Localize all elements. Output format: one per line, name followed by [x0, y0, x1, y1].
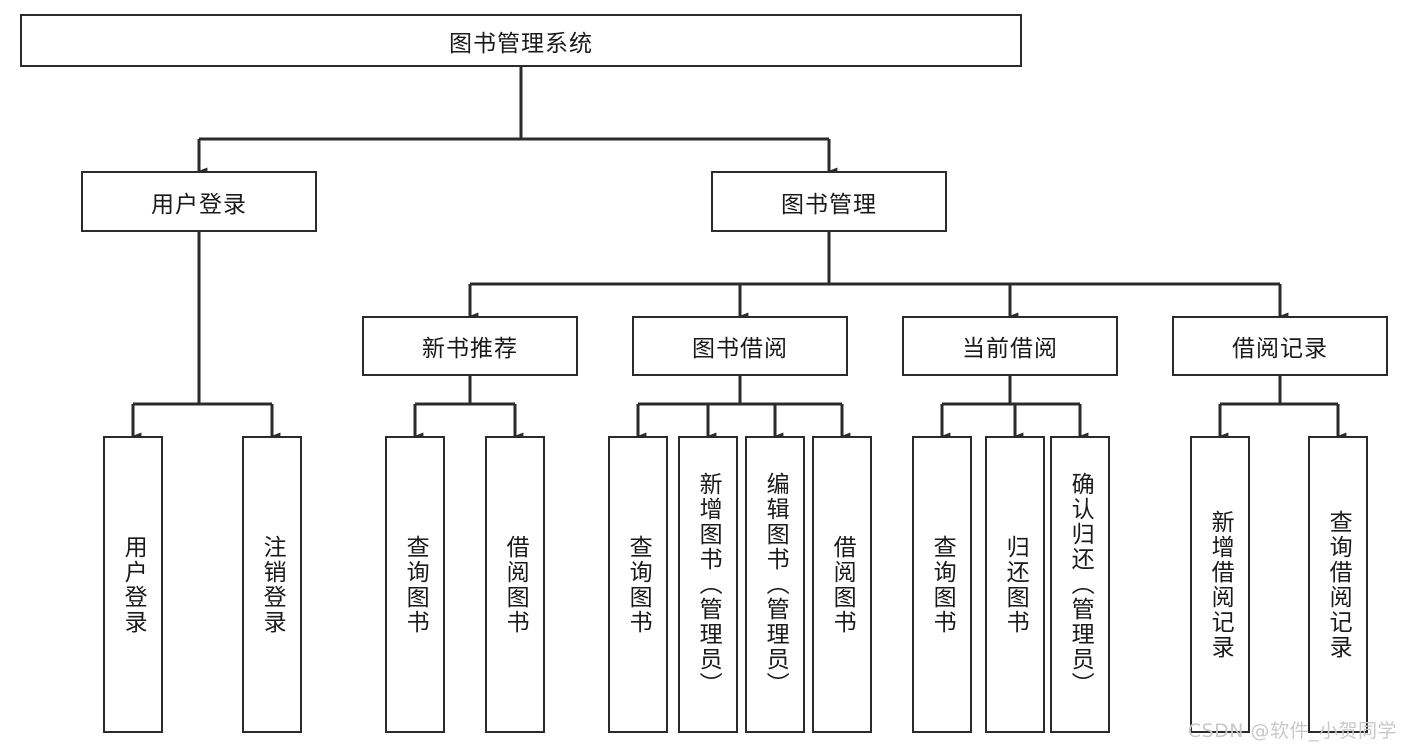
node-book-management-label: 图书管理	[781, 191, 877, 218]
node-current-borrow[interactable]: 当前借阅	[902, 316, 1118, 376]
leaf-confirm-return-admin[interactable]: 确认归还（管理员）	[1050, 436, 1110, 733]
leaf-borrow-book-borrow[interactable]: 借阅图书	[812, 436, 872, 733]
leaf-query-borrow-record-label: 查询借阅记录	[1325, 509, 1352, 660]
leaf-query-borrow-record[interactable]: 查询借阅记录	[1308, 436, 1368, 733]
node-user-login[interactable]: 用户登录	[81, 171, 317, 232]
node-borrow-record-label: 借阅记录	[1232, 336, 1328, 362]
node-new-book-recommend-label: 新书推荐	[422, 336, 518, 362]
leaf-query-book-recommend-label: 查询图书	[402, 534, 429, 635]
leaf-add-book-admin[interactable]: 新增图书（管理员）	[678, 436, 738, 733]
leaf-borrow-book-recommend[interactable]: 借阅图书	[485, 436, 545, 733]
leaf-return-book[interactable]: 归还图书	[985, 436, 1045, 733]
node-new-book-recommend[interactable]: 新书推荐	[362, 316, 578, 376]
node-user-login-label: 用户登录	[151, 191, 247, 218]
leaf-query-book-recommend[interactable]: 查询图书	[385, 436, 445, 733]
node-root[interactable]: 图书管理系统	[20, 14, 1022, 67]
leaf-logout-label: 注销登录	[259, 534, 286, 635]
node-borrow-record[interactable]: 借阅记录	[1172, 316, 1388, 376]
leaf-confirm-return-admin-label: 确认归还（管理员）	[1067, 472, 1094, 697]
leaf-borrow-book-recommend-label: 借阅图书	[502, 534, 529, 635]
leaf-edit-book-admin[interactable]: 编辑图书（管理员）	[745, 436, 805, 733]
csdn-watermark: CSDN @软件_小贺同学	[1187, 720, 1397, 742]
node-book-borrow-label: 图书借阅	[692, 336, 788, 362]
node-book-borrow[interactable]: 图书借阅	[632, 316, 848, 376]
node-root-label: 图书管理系统	[449, 30, 593, 57]
node-book-management[interactable]: 图书管理	[711, 171, 947, 232]
leaf-logout[interactable]: 注销登录	[242, 436, 302, 733]
leaf-return-book-label: 归还图书	[1002, 534, 1029, 635]
leaf-edit-book-admin-label: 编辑图书（管理员）	[762, 472, 789, 697]
leaf-query-book-current[interactable]: 查询图书	[912, 436, 972, 733]
leaf-query-book-borrow-label: 查询图书	[625, 534, 652, 635]
leaf-borrow-book-borrow-label: 借阅图书	[829, 534, 856, 635]
leaf-query-book-current-label: 查询图书	[929, 534, 956, 635]
leaf-add-book-admin-label: 新增图书（管理员）	[695, 472, 722, 697]
leaf-user-login[interactable]: 用户登录	[103, 436, 163, 733]
leaf-user-login-label: 用户登录	[120, 534, 147, 635]
leaf-add-borrow-record-label: 新增借阅记录	[1207, 509, 1234, 660]
leaf-query-book-borrow[interactable]: 查询图书	[608, 436, 668, 733]
leaf-add-borrow-record[interactable]: 新增借阅记录	[1190, 436, 1250, 733]
node-current-borrow-label: 当前借阅	[962, 336, 1058, 362]
